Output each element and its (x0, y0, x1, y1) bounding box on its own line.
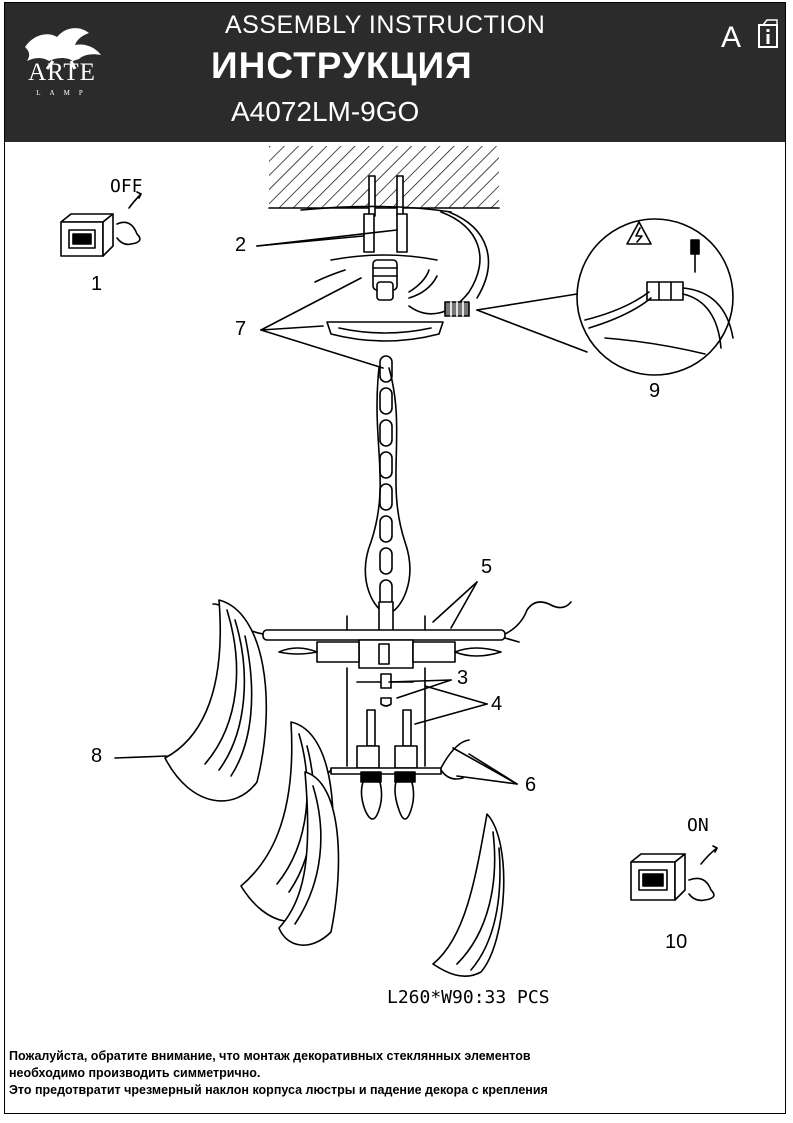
wall-switch-on-icon (630, 845, 718, 902)
callout-6: 6 (525, 774, 537, 796)
title-russian: ИНСТРУКЦИЯ (211, 45, 473, 86)
callout-2: 2 (235, 234, 247, 256)
callout-4: 4 (491, 693, 503, 715)
glass-spec-label: L260*W90:33 PCS (387, 987, 550, 1008)
note-line: необходимо производить симметрично. (9, 1066, 261, 1080)
wall-switch-off-icon (60, 191, 142, 257)
assembly-diagram (60, 146, 734, 977)
terminal-block-icon (444, 301, 470, 317)
griffin-logo-icon (25, 28, 101, 70)
note-line: Пожалуйста, обратите внимание, что монта… (9, 1049, 531, 1063)
step-number-10: 10 (665, 931, 688, 953)
glass-leaf-icon (164, 599, 505, 977)
note-line: Это предотвратит чрезмерный наклон корпу… (9, 1083, 548, 1097)
electric-hazard-icon (626, 221, 652, 245)
step-number-1: 1 (91, 273, 103, 295)
callout-5: 5 (481, 556, 493, 578)
candle-bulb-icon (278, 647, 502, 657)
callout-8: 8 (91, 745, 103, 767)
callout-7: 7 (235, 318, 247, 340)
bracket-hook-icon (314, 254, 438, 301)
switch-off-label: OFF (110, 176, 143, 197)
callout-9: 9 (649, 380, 661, 402)
assembly-note: Пожалуйста, обратите внимание, что монта… (9, 1048, 548, 1099)
callout-3: 3 (457, 667, 469, 689)
power-cable-icon (408, 211, 481, 315)
logo-wordmark: ARTE (28, 59, 96, 86)
instruction-sheet: ARTE LAMP ASSEMBLY INSTRUCTION ИНСТРУКЦИ… (4, 2, 786, 1114)
chain-icon (364, 355, 411, 633)
canopy-icon (326, 321, 444, 342)
switch-on-label: ON (687, 815, 709, 836)
wiring-detail-magnifier (476, 218, 734, 376)
ceiling-icon (268, 146, 500, 209)
brand-mark: A (721, 21, 742, 54)
model-number: A4072LM-9GO (231, 96, 420, 127)
lower-tier-icon (308, 709, 470, 820)
nut-washer-icon (356, 673, 414, 707)
info-book-icon (758, 19, 778, 48)
center-hub-icon (316, 639, 456, 669)
title-english: ASSEMBLY INSTRUCTION (225, 11, 546, 39)
header-bar: ARTE LAMP ASSEMBLY INSTRUCTION ИНСТРУКЦИ… (5, 3, 785, 142)
logo-subtext: LAMP (36, 89, 92, 97)
